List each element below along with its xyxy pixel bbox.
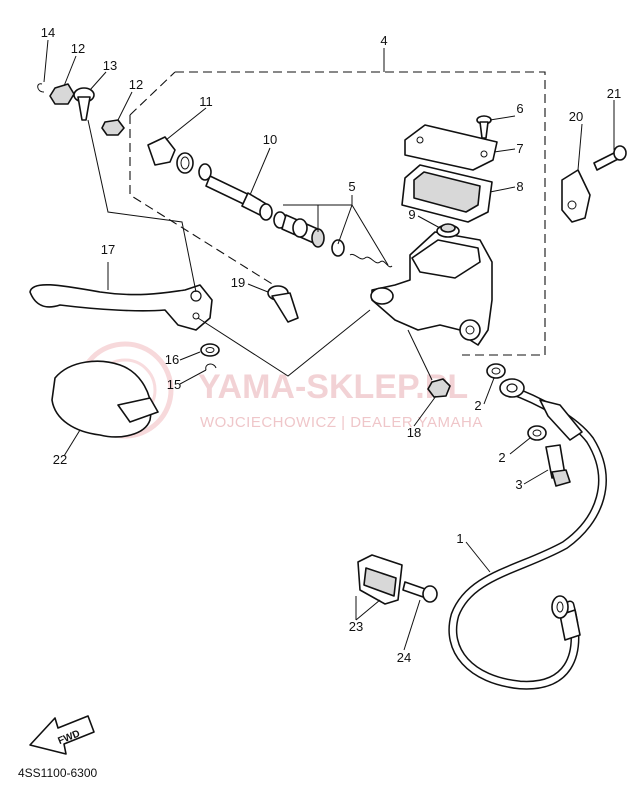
part-23-hose-holder [357, 554, 403, 605]
master-cylinder-body [370, 231, 493, 346]
part-12-nut-left [49, 83, 75, 105]
part-8-diaphragm-inner [413, 171, 481, 213]
callout-11: 11 [199, 94, 213, 109]
callout-6: 6 [516, 101, 523, 116]
part-7-cap [404, 124, 498, 171]
callout-22: 22 [53, 452, 67, 467]
callout-20: 20 [569, 109, 583, 124]
part-15-circlip [205, 363, 217, 371]
brake-hose [448, 378, 607, 690]
callout-3: 3 [515, 477, 522, 492]
watermark-main-text: YAMA-SKLEP.PL [198, 368, 468, 406]
callout-12-right: 12 [129, 77, 143, 92]
callout-10: 10 [263, 132, 277, 147]
callout-13: 13 [103, 58, 117, 73]
assembly-boundary-4 [129, 71, 546, 356]
part-9-plug [440, 223, 456, 233]
callout-12-left: 12 [71, 41, 85, 56]
part-17-clutch-lever [29, 284, 213, 331]
callout-1: 1 [456, 531, 463, 546]
watermark-sub-text: WOJCIECHOWICZ | DEALER YAMAHA [200, 414, 483, 431]
callout-2-upper: 2 [474, 398, 481, 413]
callout-21: 21 [607, 86, 621, 101]
callout-2-lower: 2 [498, 450, 505, 465]
callout-7: 7 [516, 141, 523, 156]
part-10-pushrod [205, 175, 273, 221]
part-6-screw [476, 115, 492, 139]
part-5-piston-kit [273, 211, 393, 268]
part-19-pivot-bolt [267, 285, 299, 323]
drawing-code: 4SS1100-6300 [18, 766, 98, 780]
part-2-gasket-upper-hole [491, 367, 501, 375]
part-14-clip [37, 83, 45, 93]
part-11-dust-boot [147, 136, 212, 181]
callout-15: 15 [167, 377, 181, 392]
callout-23: 23 [349, 619, 363, 634]
callout-5: 5 [348, 179, 355, 194]
callout-4: 4 [380, 33, 387, 48]
callout-14: 14 [41, 25, 55, 40]
part-7-hole [416, 136, 424, 144]
part-7-hole-2 [480, 150, 488, 158]
part-21-clamp-bolt [593, 145, 627, 171]
fwd-arrow-icon: FWD [29, 715, 95, 755]
watermark: YAMA-SKLEP.PL WOJCIECHOWICZ | DEALER YAM… [76, 341, 483, 439]
callout-9: 9 [408, 207, 415, 222]
part-22-lever-cover [51, 360, 159, 438]
part-3-union-bolt [545, 444, 571, 487]
callout-8: 8 [516, 179, 523, 194]
callout-24: 24 [397, 650, 411, 665]
part-24-bolt [402, 581, 438, 603]
callout-17: 17 [101, 242, 115, 257]
leader-lines [43, 39, 615, 651]
callout-16: 16 [165, 352, 179, 367]
callout-19: 19 [231, 275, 245, 290]
part-13-lever-bolt [73, 87, 95, 121]
callout-18: 18 [407, 425, 421, 440]
callout-numbers: 1 2 2 3 4 5 6 7 8 9 10 11 12 12 13 14 15… [41, 25, 621, 665]
part-2-gasket-lower-hole [532, 429, 542, 437]
part-20-clamp [561, 169, 591, 223]
part-16-washer-hole [205, 347, 215, 353]
part-18-nut [427, 378, 451, 398]
part-12-nut-right [101, 119, 125, 136]
